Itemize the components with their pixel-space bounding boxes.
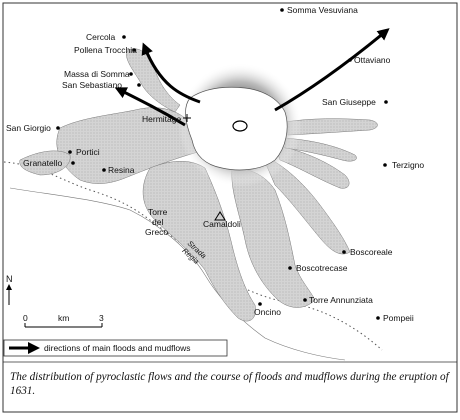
- scale-end: 3: [99, 313, 104, 323]
- north-label: N: [6, 274, 13, 284]
- north-arrow: N: [6, 274, 13, 305]
- label-san-giuseppe: San Giuseppe: [322, 97, 376, 107]
- label-cercola: Cercola: [86, 32, 116, 42]
- label-oncino: Oncino: [254, 307, 281, 317]
- label-pollena-trocchia: Pollena Trocchia: [74, 45, 137, 55]
- label-somma-vesuviana: Somma Vesuviana: [287, 5, 358, 15]
- town-dots: [56, 8, 388, 320]
- summit-cone: [185, 86, 288, 171]
- label-boscotrecase: Boscotrecase: [296, 263, 348, 273]
- label-portici: Portici: [76, 147, 100, 157]
- legend-label: directions of main floods and mudflows: [44, 343, 190, 353]
- scale-unit: km: [58, 313, 69, 323]
- label-terzigno: Terzigno: [392, 160, 424, 170]
- mudflow-arrows: [114, 28, 390, 127]
- label-pompeii: Pompeii: [383, 313, 414, 323]
- figure-caption: The distribution of pyroclastic flows an…: [10, 371, 449, 397]
- sea-area: [4, 190, 330, 360]
- label-torre-del-greco-3: Greco: [145, 227, 168, 237]
- camaldoli-triangle: [214, 211, 226, 221]
- scale-start: 0: [23, 313, 28, 323]
- label-hermitage: Hermitage: [142, 114, 181, 124]
- label-torre-del-greco-1: Torre: [148, 207, 168, 217]
- label-resina: Resina: [108, 165, 135, 175]
- label-massa-di-somma: Massa di Somma: [64, 69, 130, 79]
- label-san-sebastiano: San Sebastiano: [62, 80, 122, 90]
- place-labels: Somma Vesuviana Cercola Pollena Trocchia…: [6, 5, 424, 323]
- figure-border: [2, 2, 458, 413]
- label-san-giorgio: San Giorgio: [6, 123, 51, 133]
- label-granatello: Granatello: [23, 158, 62, 168]
- hermitage-marker: [183, 114, 191, 122]
- label-camaldoli: Camaldoli: [203, 219, 241, 229]
- label-torre-annunziata: Torre Annunziata: [309, 295, 373, 305]
- legend: directions of main floods and mudflows: [3, 339, 228, 357]
- label-ottaviano: Ottaviano: [354, 55, 391, 65]
- coastline: [9, 187, 346, 361]
- label-torre-del-greco-2: del: [152, 217, 163, 227]
- crater: [232, 120, 248, 132]
- label-boscoreale: Boscoreale: [350, 247, 393, 257]
- scale-bar: 0 km 3: [23, 313, 104, 328]
